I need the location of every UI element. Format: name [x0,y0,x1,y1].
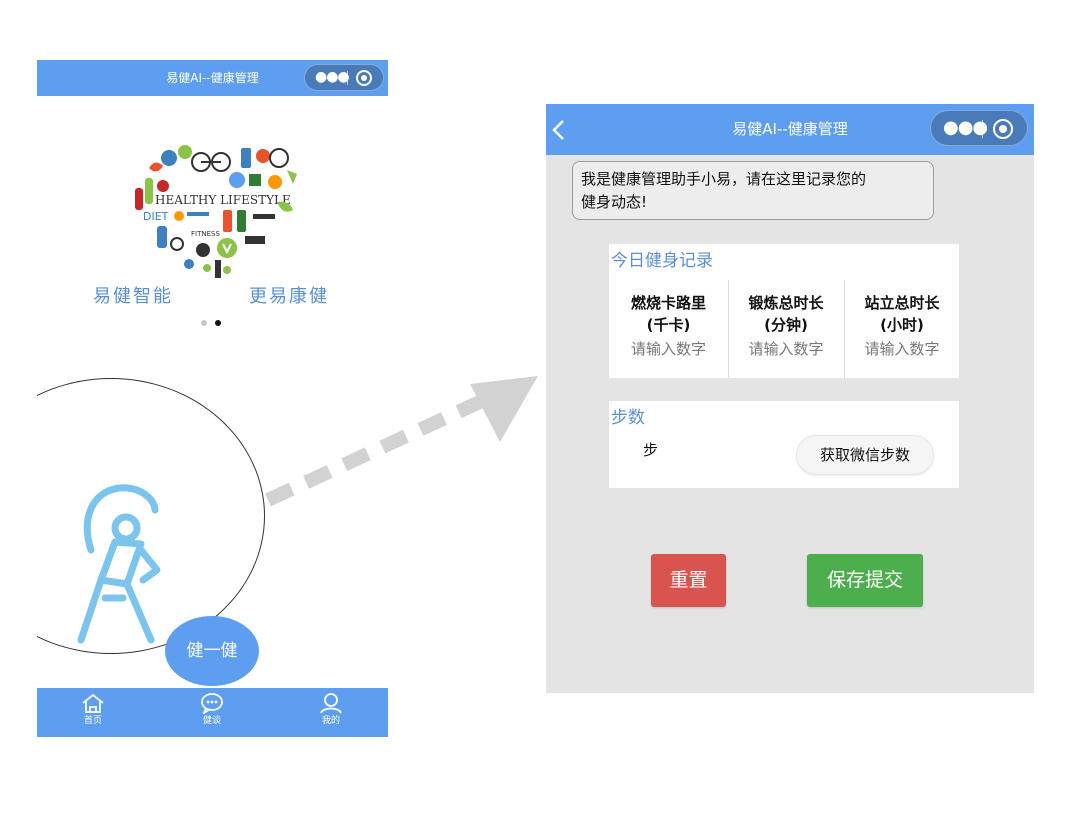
nav-bar: 易健AI--健康管理 ●●● [546,104,1034,155]
steps-card: 步数 步 获取微信步数 [609,401,959,488]
more-icon[interactable]: ●●● [315,69,350,85]
carousel-dot-active[interactable] [215,320,221,326]
reset-button[interactable]: 重置 [651,554,726,607]
close-miniprogram-icon[interactable] [993,119,1013,139]
tab-mine[interactable]: 我的 [301,692,361,734]
bottom-tab-bar: 首页 健谈 我的 [37,688,388,737]
banner-text-diet: DIET [143,210,169,223]
metric-unit: (分钟) [764,316,808,334]
card-title: 步数 [611,408,645,428]
steps-value: 步 [643,441,659,459]
fitness-record-screen: 易健AI--健康管理 ●●● 我是健康管理助手小易，请在这里记录您的 健身动态!… [546,104,1034,693]
carousel-dot[interactable] [201,320,207,326]
exercise-duration-metric: 锻炼总时长 (分钟) [728,280,843,378]
miniprogram-capsule: ●●● [930,110,1028,146]
slogan-row: 易健智能 更易康健 [37,282,388,307]
tab-mine-label: 我的 [321,716,340,726]
heart-collage: HEALTHY LIFESTYLE DIET FITNESS [135,145,297,278]
nav-bar: 易健AI--健康管理 ●●● [37,60,388,96]
tab-chat[interactable]: 健谈 [182,692,242,734]
close-miniprogram-icon[interactable] [356,70,372,86]
metric-name: 站立总时长 [864,294,940,312]
more-icon[interactable]: ●●● [943,117,988,138]
chat-bubble-icon [201,693,223,714]
home-icon [82,693,104,713]
slogan-right: 更易康健 [249,286,329,307]
today-record-card: 今日健身记录 燃烧卡路里 (千卡) 锻炼总时长 (分钟) 站立总时长 (小时) [609,244,959,378]
standing-duration-input[interactable] [847,339,957,359]
healthy-lifestyle-banner: HEALTHY LIFESTYLE DIET FITNESS [135,145,297,278]
start-exercise-button[interactable]: 健一健 [165,616,259,686]
home-screen: 易健AI--健康管理 ●●● HEALTHY LIFESTYLE [37,60,388,737]
standing-duration-metric: 站立总时长 (小时) [844,280,959,378]
calories-metric: 燃烧卡路里 (千卡) [611,280,726,378]
save-submit-button[interactable]: 保存提交 [807,554,923,607]
metric-unit: (千卡) [646,316,691,334]
calories-input[interactable] [613,339,724,359]
capsule-divider [982,120,983,138]
card-title: 今日健身记录 [611,251,713,271]
person-icon [320,693,342,714]
page-title: 易健AI--健康管理 [166,71,259,85]
capsule-divider [347,71,348,85]
metric-unit: (小时) [880,316,924,334]
carousel-indicator [201,320,231,328]
slogan-left: 易健智能 [93,286,173,307]
tab-home[interactable]: 首页 [63,692,123,734]
banner-text-healthy: HEALTHY LIFESTYLE [155,193,291,207]
stretching-person-icon [77,484,161,644]
assistant-message-line: 我是健康管理助手小易，请在这里记录您的 [581,170,867,188]
miniprogram-capsule: ●●● [304,64,384,91]
tab-chat-label: 健谈 [202,716,221,726]
dashed-arrow [265,376,538,507]
assistant-message-line: 健身动态! [581,193,648,211]
metric-name: 锻炼总时长 [748,294,824,312]
get-wechat-steps-button[interactable]: 获取微信步数 [796,435,934,475]
assistant-message-bubble: 我是健康管理助手小易，请在这里记录您的 健身动态! [572,161,934,220]
tab-home-label: 首页 [83,716,102,726]
metric-name: 燃烧卡路里 [630,294,706,312]
banner-text-fitness: FITNESS [191,230,220,238]
back-arrow-icon[interactable] [550,119,568,141]
exercise-duration-input[interactable] [731,339,841,359]
page-title: 易健AI--健康管理 [732,120,848,138]
